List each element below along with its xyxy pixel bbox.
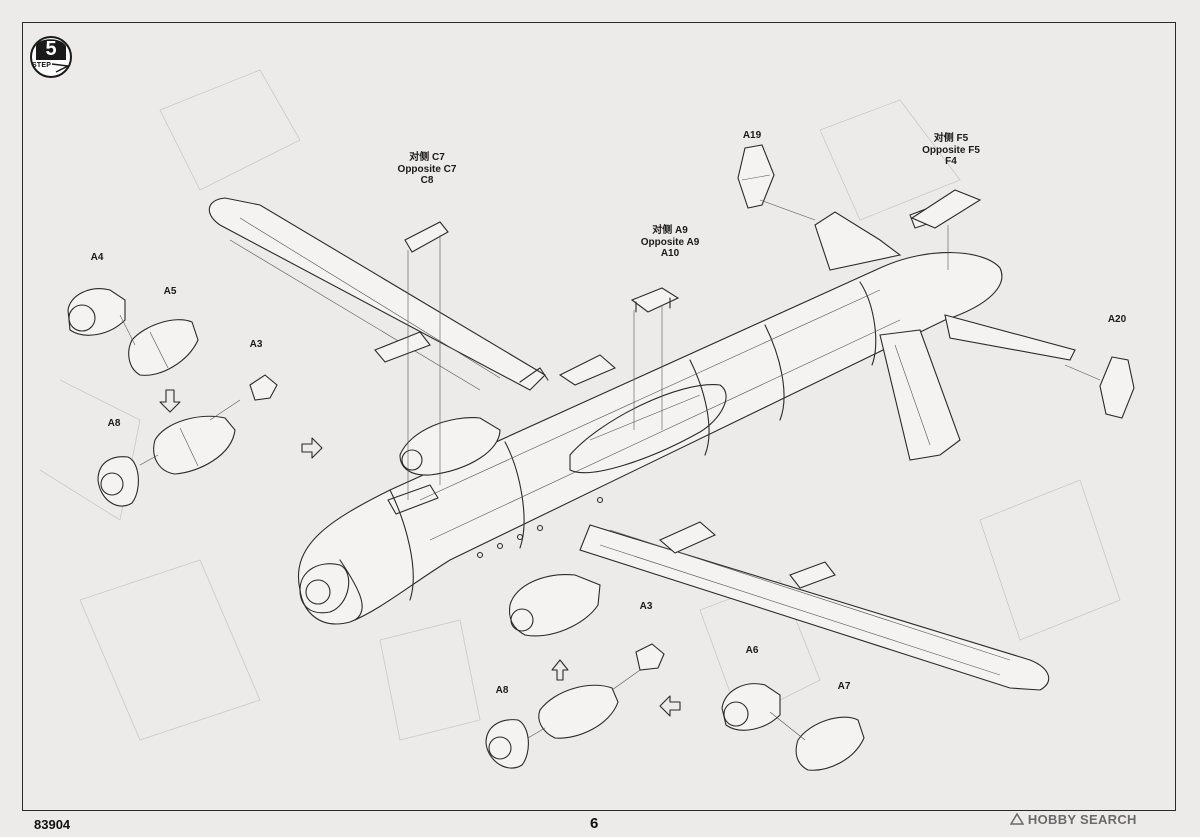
part-c8 [404,221,449,253]
callout-f5-group: 对侧 F5 Opposite F5 F4 [922,133,980,168]
callout-f4: F4 [945,156,957,167]
leader-lines [407,199,1101,500]
callout-f5-cn: 对侧 F5 [933,133,969,144]
callout-f5-en: Opposite F5 [922,144,980,156]
callout-a5: A5 [163,286,177,297]
part-f4 [910,189,982,229]
callout-a9-cn: 对侧 A9 [652,225,688,236]
step-number: 5 [45,38,57,60]
callout-a20: A20 [1107,314,1127,325]
callout-c8: C8 [420,175,434,186]
kit-code: 83904 [34,817,71,832]
callout-a7: A7 [837,681,851,692]
page-number: 6 [590,815,599,832]
callout-c7-en: Opposite C7 [397,163,457,175]
callout-c7-group: 对侧 C7 Opposite C7 C8 [398,152,457,187]
callout-a8-right: A8 [495,685,509,696]
step-badge: 5 STEP [30,36,72,78]
callout-a19: A19 [742,130,762,141]
left-engine-parts [67,288,323,507]
callout-c7-cn: 对侧 C7 [409,152,445,163]
aircraft-right-wing [579,521,1050,691]
aircraft-left-wing [208,197,617,476]
aircraft-fuselage [298,252,1003,625]
watermark-logo-icon [1009,812,1025,825]
right-engine-parts [485,574,865,771]
watermark: HOBBY SEARCH [1009,812,1137,827]
step-word: STEP [32,62,52,69]
part-a10 [630,287,680,313]
callout-a6: A6 [745,645,759,656]
callout-a4: A4 [90,252,104,263]
part-a19 [737,144,775,209]
watermark-text: HOBBY SEARCH [1027,812,1137,827]
page-frame [22,22,1176,811]
callout-a9-en: Opposite A9 [640,236,700,248]
callout-a9-group: 对侧 A9 Opposite A9 A10 [641,225,700,260]
step-badge-shape [30,36,72,78]
callout-a8-left: A8 [107,418,121,429]
part-a20 [1099,356,1135,419]
callout-a3-left: A3 [249,339,263,350]
callout-a3-right: A3 [639,601,653,612]
callout-a10: A10 [660,248,680,259]
